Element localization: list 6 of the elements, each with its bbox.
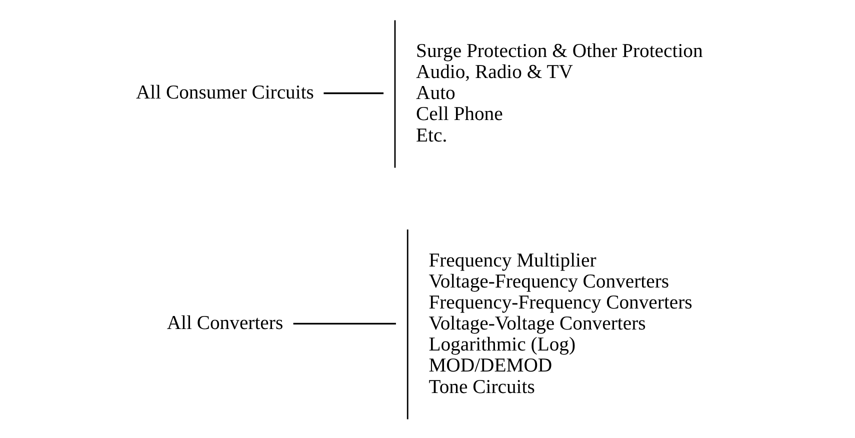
node-text: Frequency Multiplier Voltage-Frequency Converters Frequency-Frequency Converters Voltage-Voltage Converters Logarithmic (Log) MOD/DEMOD Tone Circuits — [428, 249, 692, 398]
connector — [323, 92, 384, 94]
node-text: Surge Protection & Other Protection Audio, Radio & TV Auto Cell Phone Etc. — [416, 40, 702, 146]
node-text: All Converters — [166, 312, 283, 334]
node-text: All Consumer Circuits — [135, 81, 314, 104]
connector — [292, 322, 396, 325]
